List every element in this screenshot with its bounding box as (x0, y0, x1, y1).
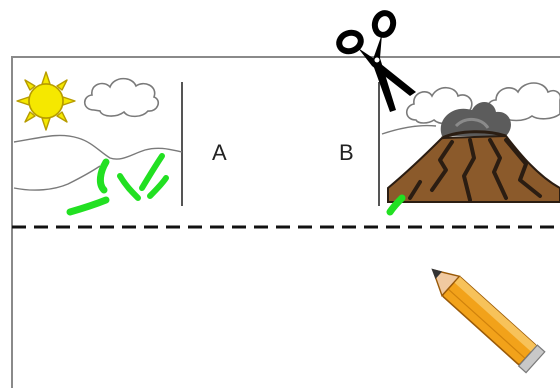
pencil-icon (431, 268, 546, 374)
cloud-icon (83, 77, 160, 118)
panel-label-b: B (339, 140, 354, 165)
scissors-icon (336, 10, 416, 112)
grass-strokes (386, 194, 406, 216)
grass-strokes (66, 153, 169, 216)
hill-line-right (381, 124, 437, 135)
panel-label-a: A (212, 140, 227, 165)
hill-line-lower (13, 165, 101, 191)
cloud-icon (486, 82, 560, 122)
hill-line-upper (13, 134, 183, 160)
sun-icon (16, 71, 76, 131)
volcano-icon (387, 101, 560, 203)
